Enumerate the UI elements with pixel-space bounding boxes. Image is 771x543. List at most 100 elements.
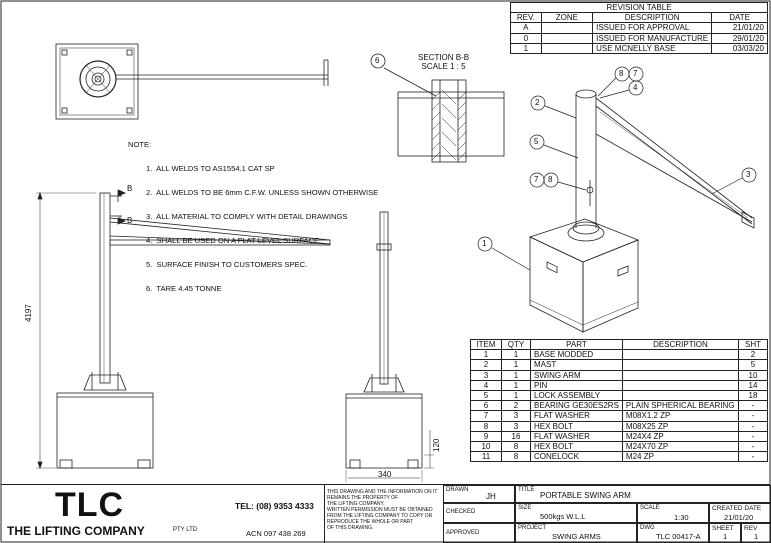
parts-cell: - xyxy=(738,451,768,463)
parts-cell xyxy=(621,389,740,402)
drawn-cell: DRAWN JH xyxy=(443,485,515,503)
balloon-7-top: 7 xyxy=(633,69,638,78)
dimension-height: 4197 xyxy=(24,304,33,322)
section-scale-label: SCALE 1 : 5 xyxy=(421,62,466,71)
dwg-label: DWG xyxy=(640,525,655,531)
parts-header: DESCRIPTION xyxy=(621,338,740,351)
revision-cell: ISSUED FOR APPROVAL xyxy=(592,22,713,34)
parts-cell: 3 xyxy=(501,420,531,432)
parts-cell: 8 xyxy=(501,440,531,453)
company-name: THE LIFTING COMPANY xyxy=(7,524,145,538)
parts-cell: - xyxy=(738,410,768,422)
parts-cell xyxy=(621,359,740,371)
top-view xyxy=(55,43,329,120)
balloon-8: 8 xyxy=(548,175,553,184)
scale-label: SCALE xyxy=(640,505,660,511)
parts-cell: 1 xyxy=(501,359,531,371)
note-item: 5. SURFACE FINISH TO CUSTOMERS SPEC. xyxy=(146,260,308,269)
parts-cell: 5 xyxy=(470,389,502,402)
section-title: SECTION B-B SCALE 1 : 5 xyxy=(418,53,469,71)
balloon-4: 4 xyxy=(633,83,638,92)
parts-cell: PLAIN SPHERICAL BEARING xyxy=(621,400,740,412)
section-view xyxy=(370,53,505,163)
approved-label: APPROVED xyxy=(446,530,480,536)
title-label: TITLE xyxy=(518,487,535,493)
parts-cell: - xyxy=(738,440,768,453)
note-item: 6. TARE 4.45 TONNE xyxy=(146,284,222,293)
drawn-label: DRAWN xyxy=(446,487,469,493)
dwg-value: TLC 00417-A xyxy=(656,532,701,541)
parts-cell xyxy=(621,349,740,361)
parts-cell: 9 xyxy=(470,430,502,442)
revision-cell: 03/03/20 xyxy=(711,42,768,54)
size-cell: SIZE 500kgs W.L.L xyxy=(515,503,637,523)
section-mark-bottom: B xyxy=(127,216,133,225)
parts-cell: FLAT WASHER xyxy=(530,410,623,422)
side-elevation xyxy=(345,211,434,482)
parts-cell: M24X4 ZP xyxy=(621,430,740,442)
revision-header: DATE xyxy=(711,12,768,24)
parts-cell: 3 xyxy=(470,369,502,381)
note-item: 1. ALL WELDS TO AS1554.1 CAT SP xyxy=(146,164,275,173)
project-value: SWING ARMS xyxy=(552,532,601,541)
sheet-label: SHEET xyxy=(712,525,734,532)
parts-cell xyxy=(621,379,740,391)
revision-header: REV. xyxy=(510,12,542,24)
parts-header: SHT xyxy=(738,338,768,351)
parts-cell: 11 xyxy=(470,451,502,463)
parts-cell: 8 xyxy=(470,420,502,432)
parts-cell: 16 xyxy=(501,430,531,442)
parts-cell: 1 xyxy=(501,379,531,391)
company-acn: ACN 097 438 269 xyxy=(246,529,306,538)
notes-block: NOTE: 1. ALL WELDS TO AS1554.1 CAT SP 2.… xyxy=(128,125,378,301)
revision-cell xyxy=(540,32,594,44)
revision-cell: A xyxy=(510,22,542,34)
parts-cell: FLAT WASHER xyxy=(530,430,623,442)
parts-cell: M08X1.2 ZP xyxy=(621,410,740,422)
scale-value: 1:30 xyxy=(674,513,689,522)
checked-label: CHECKED xyxy=(446,509,476,515)
parts-cell: 2 xyxy=(738,349,768,361)
rev-value: 1 xyxy=(754,532,759,541)
project-cell: PROJECT SWING ARMS xyxy=(515,523,637,543)
parts-cell: 10 xyxy=(738,369,768,381)
dimension-width: 340 xyxy=(378,470,392,479)
parts-cell: CONELOCK xyxy=(530,451,623,463)
sheet-value: 1 xyxy=(723,532,728,541)
parts-cell: MAST xyxy=(530,359,623,371)
parts-cell: - xyxy=(738,400,768,412)
parts-cell: M08X25 ZP xyxy=(621,420,740,432)
parts-cell: - xyxy=(738,420,768,432)
front-elevation xyxy=(36,189,331,470)
checked-cell: CHECKED xyxy=(443,503,515,523)
parts-cell: 3 xyxy=(501,410,531,422)
revision-cell xyxy=(540,22,594,34)
parts-cell: HEX BOLT xyxy=(530,440,623,453)
parts-header: ITEM xyxy=(470,338,502,351)
parts-cell: 1 xyxy=(501,349,531,361)
note-item: 4. SHALL BE USED ON A FLAT LEVEL SURFACE xyxy=(146,236,320,245)
drawing-title: PORTABLE SWING ARM xyxy=(540,491,631,500)
revision-cell: 21/01/20 xyxy=(711,22,768,34)
revision-header: DESCRIPTION xyxy=(592,12,713,24)
size-value: 500kgs W.L.L xyxy=(540,512,586,521)
note-item: 2. ALL WELDS TO BE 6mm C.F.W. UNLESS SHO… xyxy=(146,188,379,197)
note-item: 3. ALL MATERIAL TO COMPLY WITH DETAIL DR… xyxy=(146,212,348,221)
revision-cell: ISSUED FOR MANUFACTURE xyxy=(592,32,713,44)
created-label: CREATED DATE xyxy=(712,505,762,512)
parts-cell: 4 xyxy=(470,379,502,391)
iso-balloons xyxy=(477,66,757,271)
parts-cell: LOCK ASSEMBLY xyxy=(530,389,623,402)
parts-cell: M24 ZP xyxy=(621,451,740,463)
created-cell: CREATED DATE 21/01/20 xyxy=(709,503,771,523)
balloon-7: 7 xyxy=(534,175,539,184)
table-row: 0 ISSUED FOR MANUFACTURE 29/01/20 xyxy=(510,32,768,44)
balloon-8-top: 8 xyxy=(619,69,624,78)
